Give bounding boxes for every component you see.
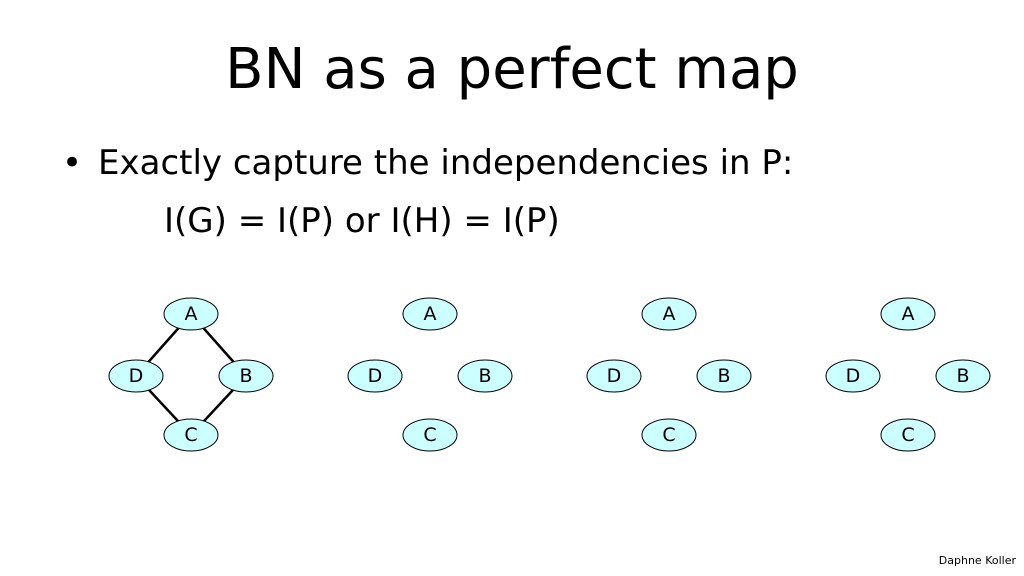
node-d: D bbox=[347, 359, 403, 393]
node-ellipse bbox=[163, 297, 219, 331]
node-a: A bbox=[641, 297, 697, 331]
node-label: B bbox=[956, 365, 969, 387]
node-b: B bbox=[457, 359, 513, 393]
node-a: A bbox=[880, 297, 936, 331]
node-ellipse bbox=[880, 418, 936, 452]
footer-author: Daphne Koller bbox=[938, 554, 1016, 567]
node-label: B bbox=[239, 365, 252, 387]
slide-title: BN as a perfect map bbox=[225, 37, 799, 102]
node-label: C bbox=[901, 424, 914, 446]
node-ellipse bbox=[457, 359, 513, 393]
node-c: C bbox=[402, 418, 458, 452]
node-label: A bbox=[902, 303, 915, 325]
node-label: C bbox=[662, 424, 675, 446]
node-d: D bbox=[108, 359, 164, 393]
node-c: C bbox=[880, 418, 936, 452]
node-label: D bbox=[846, 365, 861, 387]
node-label: D bbox=[368, 365, 383, 387]
node-ellipse bbox=[163, 418, 219, 452]
node-d: D bbox=[825, 359, 881, 393]
graph-3: A D B C bbox=[586, 297, 752, 452]
node-label: B bbox=[478, 365, 491, 387]
node-d: D bbox=[586, 359, 642, 393]
node-ellipse bbox=[347, 359, 403, 393]
node-c: C bbox=[163, 418, 219, 452]
node-ellipse bbox=[641, 297, 697, 331]
node-b: B bbox=[218, 359, 274, 393]
node-ellipse bbox=[586, 359, 642, 393]
node-label: B bbox=[717, 365, 730, 387]
node-ellipse bbox=[880, 297, 936, 331]
formula-text: I(G) = I(P) or I(H) = I(P) bbox=[164, 201, 560, 241]
bullet-symbol: • bbox=[62, 143, 83, 183]
node-a: A bbox=[163, 297, 219, 331]
graph-4: A D B C bbox=[825, 297, 991, 452]
node-label: D bbox=[607, 365, 622, 387]
node-ellipse bbox=[218, 359, 274, 393]
node-a: A bbox=[402, 297, 458, 331]
node-ellipse bbox=[696, 359, 752, 393]
node-label: A bbox=[663, 303, 676, 325]
node-label: C bbox=[423, 424, 436, 446]
node-ellipse bbox=[935, 359, 991, 393]
bullet-text: Exactly capture the independencies in P: bbox=[98, 143, 794, 183]
graph-1: A D B C bbox=[108, 297, 274, 452]
node-ellipse bbox=[825, 359, 881, 393]
node-label: A bbox=[424, 303, 437, 325]
bullet-item: • Exactly capture the independencies in P… bbox=[62, 138, 793, 188]
node-ellipse bbox=[108, 359, 164, 393]
node-label: C bbox=[184, 424, 197, 446]
node-ellipse bbox=[402, 418, 458, 452]
graph-2: A D B C bbox=[347, 297, 513, 452]
node-b: B bbox=[696, 359, 752, 393]
node-ellipse bbox=[402, 297, 458, 331]
node-ellipse bbox=[641, 418, 697, 452]
node-c: C bbox=[641, 418, 697, 452]
node-label: D bbox=[129, 365, 144, 387]
node-label: A bbox=[185, 303, 198, 325]
node-b: B bbox=[935, 359, 991, 393]
